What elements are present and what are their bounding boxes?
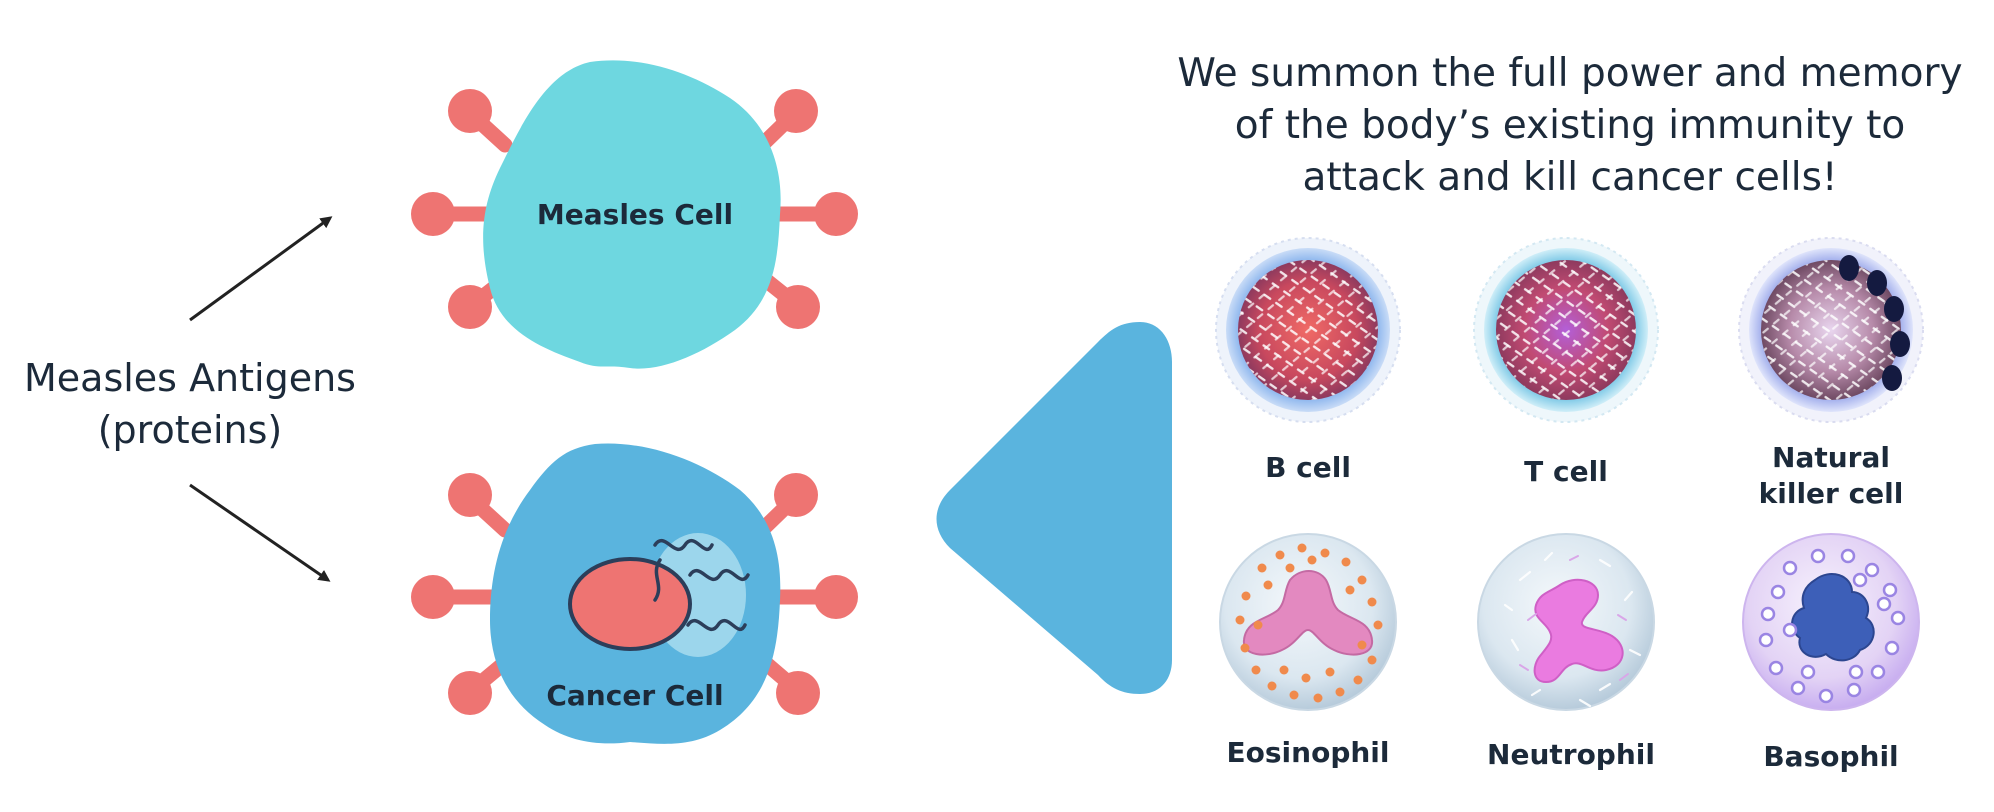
nk-cell-label: Natural killer cell xyxy=(1731,440,1931,512)
eosinophil-label-text: Eosinophil xyxy=(1226,736,1390,769)
basophil-icon xyxy=(1742,533,1920,711)
headline-line1: We summon the full power and memory xyxy=(1177,51,1963,96)
nk-cell-label-line1: Natural xyxy=(1772,441,1890,474)
arrow-to-measles-cell xyxy=(189,216,333,322)
headline-line2: of the body’s existing immunity to xyxy=(1234,103,1906,148)
cancer-cell-nucleus xyxy=(568,557,692,651)
measles-cell xyxy=(411,60,858,369)
t-cell-icon xyxy=(1473,237,1659,423)
virus-strands xyxy=(653,538,750,632)
headline: We summon the full power and memory of t… xyxy=(1160,48,1980,204)
b-cell-icon xyxy=(1215,237,1401,423)
b-cell-label-text: B cell xyxy=(1265,451,1351,484)
neutrophil-label: Neutrophil xyxy=(1451,737,1691,773)
measles-cell-body xyxy=(483,60,781,369)
neutrophil-icon xyxy=(1477,533,1655,711)
eosinophil-label: Eosinophil xyxy=(1193,735,1423,771)
headline-line3: attack and kill cancer cells! xyxy=(1302,155,1838,200)
antigen-label-line1: Measles Antigens xyxy=(24,356,356,400)
antigen-label-line2: (proteins) xyxy=(97,408,283,452)
antigen-label: Measles Antigens (proteins) xyxy=(10,352,370,456)
nk-cell-label-line2: killer cell xyxy=(1758,477,1904,510)
t-cell-label-text: T cell xyxy=(1524,455,1608,488)
t-cell-label: T cell xyxy=(1466,454,1666,490)
nk-cell-icon xyxy=(1738,237,1924,423)
pointer-shape xyxy=(936,322,1172,694)
cancer-cell-label: Cancer Cell xyxy=(546,679,724,712)
arrow-to-cancer-cell xyxy=(189,483,331,582)
basophil-label: Basophil xyxy=(1716,739,1946,775)
b-cell-label: B cell xyxy=(1208,450,1408,486)
eosinophil-icon xyxy=(1219,533,1397,711)
basophil-label-text: Basophil xyxy=(1763,740,1899,773)
cancer-cell xyxy=(411,443,858,744)
measles-cell-label: Measles Cell xyxy=(536,198,734,231)
neutrophil-label-text: Neutrophil xyxy=(1487,738,1655,771)
